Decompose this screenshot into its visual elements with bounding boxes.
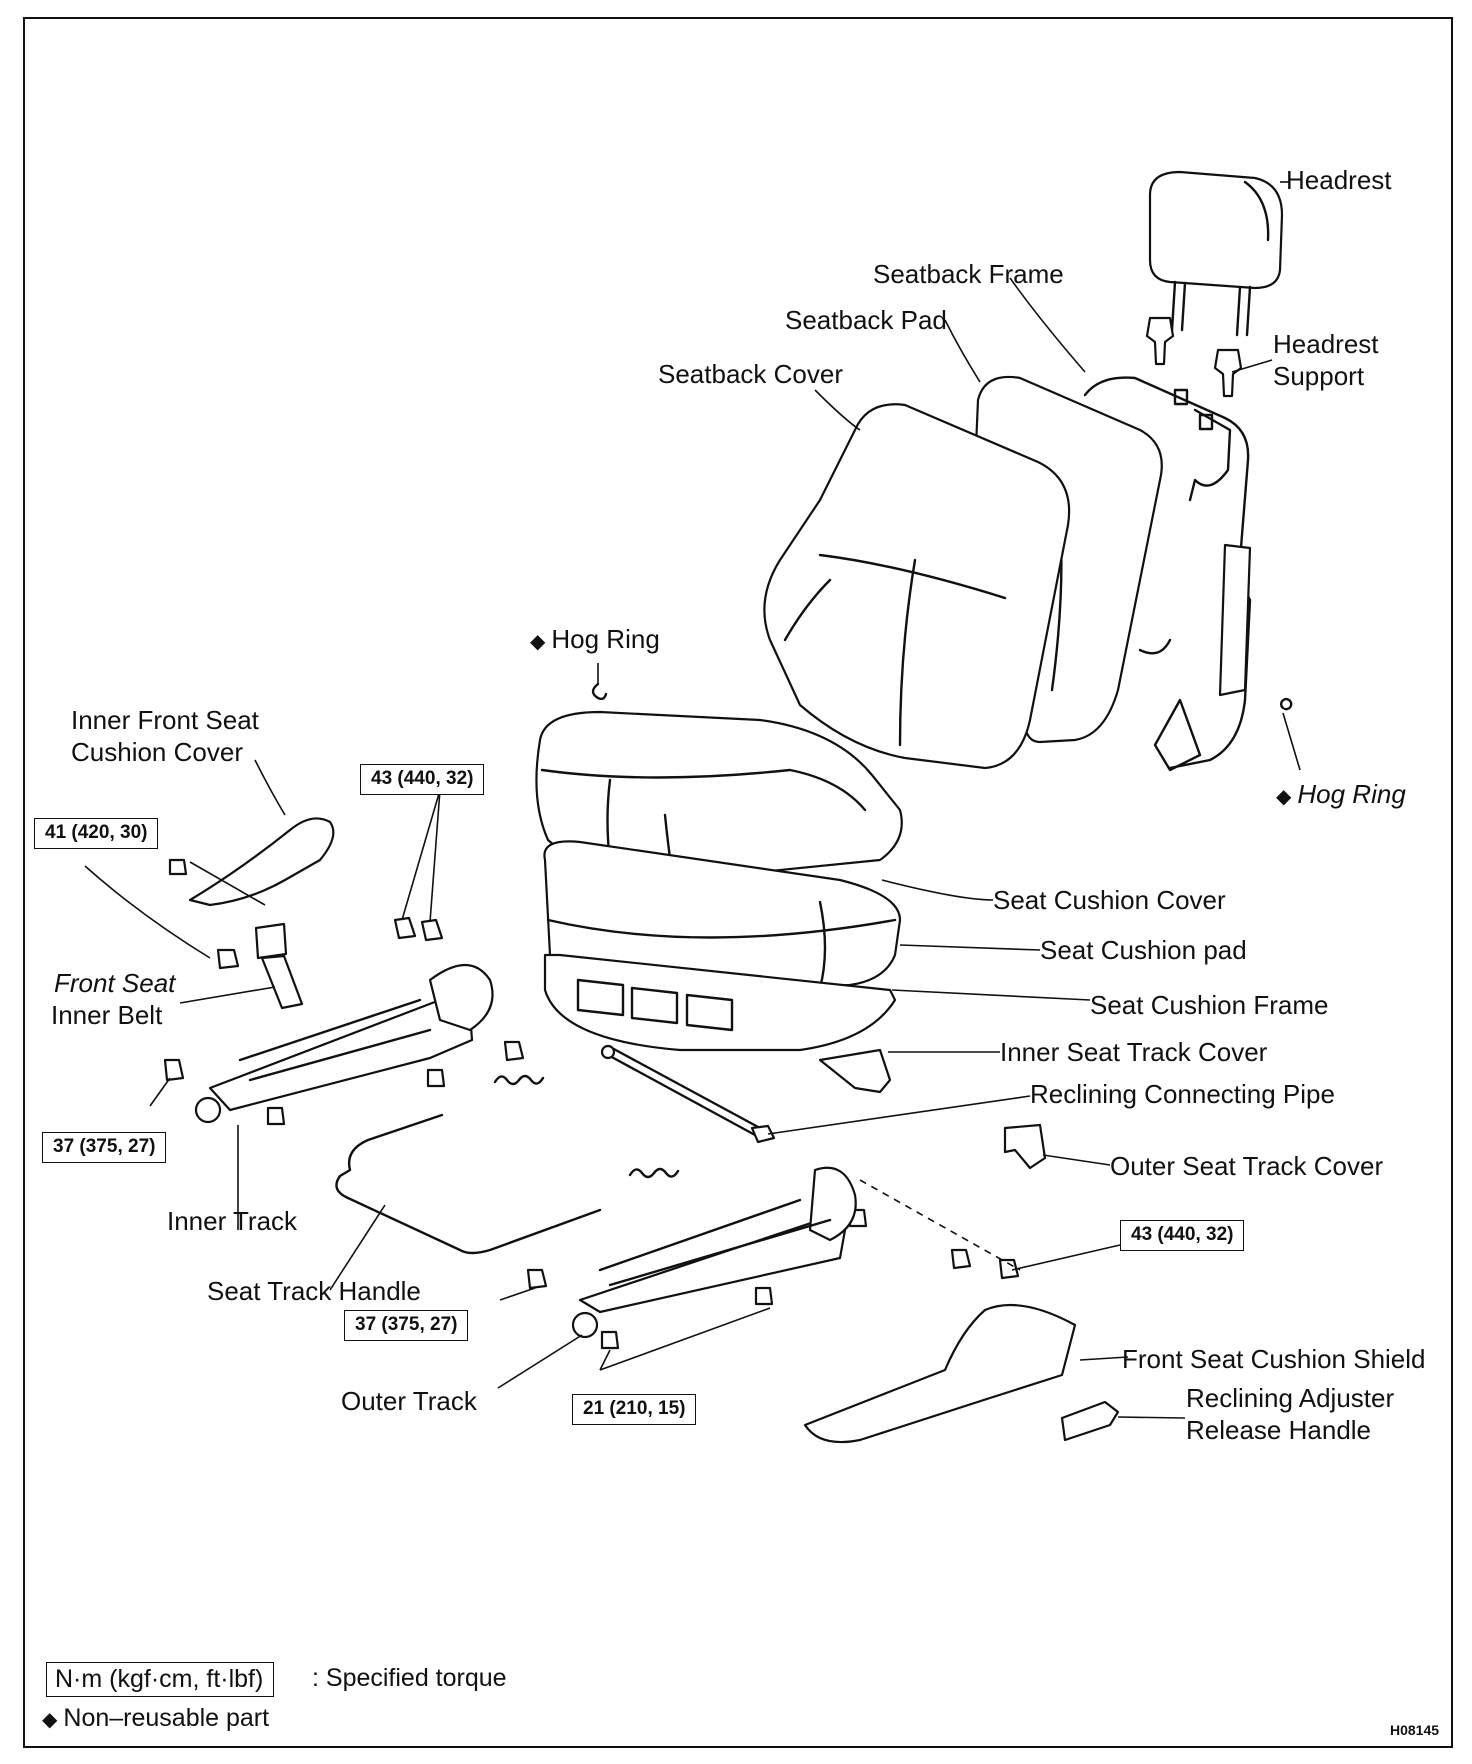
seat-cushion-cover-drawing xyxy=(535,710,903,880)
inner-seat-track-cover-drawing xyxy=(818,1048,892,1094)
label-hog-ring-top: ◆Hog Ring xyxy=(530,623,660,658)
label-seat-track-handle: Seat Track Handle xyxy=(207,1276,421,1306)
label-seatback-frame: Seatback Frame xyxy=(873,259,1064,289)
hog-ring-top-text: Hog Ring xyxy=(551,624,660,654)
torque-box-37-bottom: 37 (375, 27) xyxy=(344,1310,469,1341)
label-reclining-release-2: Release Handle xyxy=(1186,1415,1372,1445)
label-inner-front-cover-1: Inner Front Seat xyxy=(71,705,259,735)
leader-lines xyxy=(84,181,1301,1419)
hog-ring-top-drawing xyxy=(591,682,608,701)
label-front-seat-inner-belt-2: Inner Belt xyxy=(51,1000,163,1030)
dashed-assembly-line xyxy=(859,1179,1021,1271)
hog-ring-right-drawing xyxy=(1280,697,1293,711)
diamond-icon: ◆ xyxy=(1276,786,1292,808)
label-inner-front-cover-2: Cushion Cover xyxy=(71,737,243,767)
diamond-icon: ◆ xyxy=(530,631,546,653)
legend-nonreusable-text: Non–reusable part xyxy=(63,1704,270,1732)
label-seatback-cover: Seatback Cover xyxy=(658,359,843,389)
inner-track-drawing xyxy=(194,964,494,1124)
legend-torque-box: N·m (kgf·cm, ft·lbf) xyxy=(46,1662,275,1697)
label-front-seat-inner-belt-1: Front Seat xyxy=(54,968,176,998)
label-reclining-connecting-pipe: Reclining Connecting Pipe xyxy=(1030,1079,1335,1109)
torque-box-21: 21 (210, 15) xyxy=(572,1394,697,1425)
headrest-drawing xyxy=(1148,170,1284,337)
label-seatback-pad: Seatback Pad xyxy=(785,305,947,335)
label-hog-ring-right: ◆Hog Ring xyxy=(1276,778,1406,813)
torque-box-37-left: 37 (375, 27) xyxy=(42,1132,167,1163)
outer-track-drawing xyxy=(571,1166,857,1339)
legend-torque-text: : Specified torque xyxy=(312,1664,507,1692)
label-headrest-support-1: Headrest xyxy=(1273,329,1379,359)
label-headrest: Headrest xyxy=(1286,165,1392,195)
inner-front-cushion-cover-drawing xyxy=(188,817,335,907)
seatback-cover-drawing xyxy=(763,403,1071,770)
label-outer-seat-track-cover: Outer Seat Track Cover xyxy=(1110,1151,1384,1181)
hog-ring-right-text: Hog Ring xyxy=(1297,779,1406,809)
label-inner-track: Inner Track xyxy=(167,1206,298,1236)
label-seat-cushion-pad: Seat Cushion pad xyxy=(1040,935,1247,965)
diagram-frame xyxy=(23,17,1453,1748)
seat-track-handle-drawing xyxy=(335,1113,602,1255)
diamond-icon: ◆ xyxy=(42,1709,58,1731)
front-seat-cushion-shield-drawing xyxy=(803,1303,1077,1444)
torque-box-41: 41 (420, 30) xyxy=(34,818,159,849)
springs-drawing xyxy=(493,1074,680,1179)
label-front-seat-cushion-shield: Front Seat Cushion Shield xyxy=(1122,1344,1426,1374)
outer-seat-track-cover-drawing xyxy=(1003,1123,1047,1170)
torque-box-43-right: 43 (440, 32) xyxy=(1120,1220,1245,1251)
headrest-support-drawing xyxy=(1145,316,1243,398)
label-inner-seat-track-cover: Inner Seat Track Cover xyxy=(1000,1037,1268,1067)
legend-nonreusable: ◆Non–reusable part xyxy=(42,1704,269,1733)
label-seat-cushion-frame: Seat Cushion Frame xyxy=(1090,990,1329,1020)
front-seat-inner-belt-drawing xyxy=(254,922,304,1010)
seatback-frame-drawing xyxy=(1083,376,1252,772)
label-outer-track: Outer Track xyxy=(341,1386,477,1416)
label-seat-cushion-cover: Seat Cushion Cover xyxy=(993,885,1226,915)
bolts-drawing xyxy=(163,858,1020,1350)
torque-box-43-left: 43 (440, 32) xyxy=(360,764,485,795)
reclining-release-handle-drawing xyxy=(1060,1400,1120,1442)
label-reclining-release-1: Reclining Adjuster xyxy=(1186,1383,1395,1413)
reclining-connecting-pipe-drawing xyxy=(600,1044,776,1144)
label-headrest-support-2: Support xyxy=(1273,361,1365,391)
figure-code: H08145 xyxy=(1390,1722,1440,1738)
seat-cushion-frame-drawing xyxy=(543,953,897,1052)
